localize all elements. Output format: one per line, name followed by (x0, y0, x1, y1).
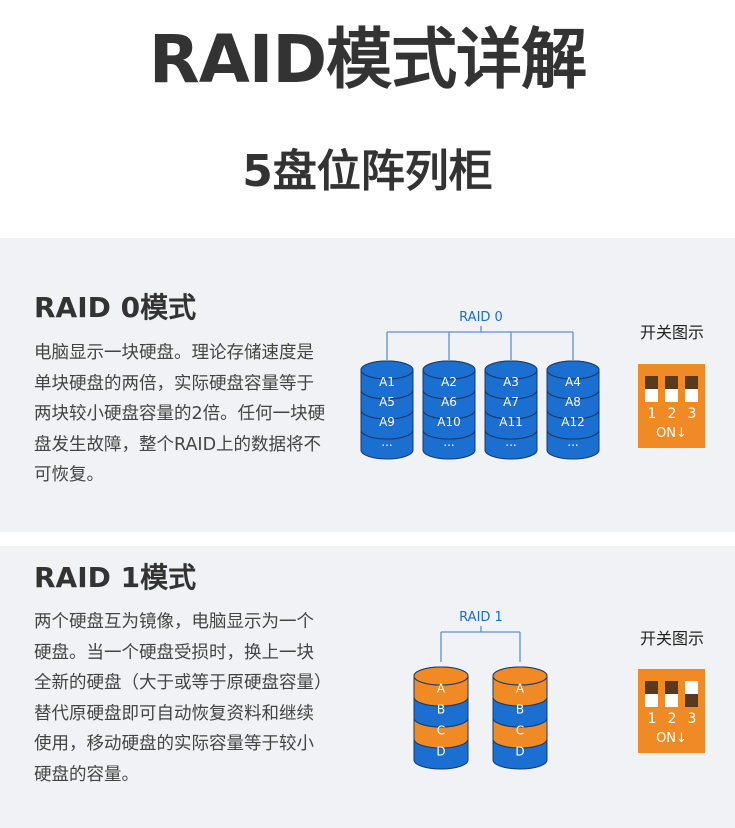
disk-label: A2 (441, 375, 457, 389)
disk-top-cap (546, 360, 600, 380)
disk-label: A5 (379, 395, 395, 409)
raid0-section: RAID 0模式 电脑显示一块硬盘。理论存储速度是单块硬盘的两倍，实际硬盘容量等… (0, 238, 735, 532)
disk-label: A (437, 682, 446, 696)
disk-label: ... (443, 435, 454, 449)
raid1-section: RAID 1模式 两个硬盘互为镜像，电脑显示为一个硬盘。当一个硬盘受损时，换上一… (0, 546, 735, 828)
disk-label: A1 (379, 375, 395, 389)
switch-number: 3 (687, 406, 697, 422)
switch-knob (665, 681, 678, 694)
raid0-diagram: RAID 0 A1A5A9...A2A6A10...A3A7A11...A4A8… (360, 310, 600, 460)
disk-top-cap (413, 666, 469, 686)
raid1-switch-label: 开关图示 (640, 629, 705, 648)
disk-top-cap (484, 360, 538, 380)
disk-top-cap (422, 360, 476, 380)
disk-label: A7 (503, 395, 519, 409)
raid1-description: 两个硬盘互为镜像，电脑显示为一个硬盘。当一个硬盘受损时，换上一块全新的硬盘（大于… (34, 612, 323, 785)
switch-number: 1 (647, 406, 657, 422)
switch-number: 1 (647, 711, 657, 727)
switch-number: 3 (687, 711, 697, 727)
disk-label: A9 (379, 415, 395, 429)
raid0-switch-label: 开关图示 (640, 323, 705, 342)
raid0-diagram-label: RAID 0 (459, 310, 503, 325)
disk-label: A4 (565, 375, 581, 389)
disk-label: A11 (499, 415, 522, 429)
switch-slot-2 (665, 681, 678, 707)
raid0-disk: A1A5A9... (360, 360, 414, 460)
switch-number: 2 (667, 711, 677, 727)
disk-label: D (436, 745, 445, 759)
switch-knob (645, 376, 658, 389)
switch-slot-1 (645, 376, 658, 402)
sub-title: 5盘位阵列柜 (242, 146, 493, 197)
switch-slot-3 (685, 376, 698, 402)
switch-knob (685, 376, 698, 389)
switch-on-label: ON↓ (656, 731, 687, 746)
disk-label: ... (505, 435, 516, 449)
switch-slot-2 (665, 376, 678, 402)
disk-label: A3 (503, 375, 519, 389)
switch-slot-1 (645, 681, 658, 707)
disk-label: B (437, 703, 445, 717)
disk-label: ... (567, 435, 578, 449)
raid1-title: RAID 1模式 (34, 561, 197, 594)
raid1-diagram-label: RAID 1 (459, 610, 503, 625)
switch-knob (685, 694, 698, 707)
switch-knob (665, 376, 678, 389)
raid0-disk: A2A6A10... (422, 360, 476, 460)
main-title: RAID模式详解 (148, 21, 587, 98)
disk-label: A (516, 682, 525, 696)
disk-top-cap (492, 666, 548, 686)
raid0-description: 电脑显示一块硬盘。理论存储速度是单块硬盘的两倍，实际硬盘容量等于两块较小硬盘容量… (34, 343, 326, 485)
raid0-title: RAID 0模式 (34, 291, 197, 324)
disk-label: A8 (565, 395, 581, 409)
disk-label: A10 (437, 415, 460, 429)
raid0-disk: A3A7A11... (484, 360, 538, 460)
raid0-disk: A4A8A12... (546, 360, 600, 460)
disk-label: D (515, 745, 524, 759)
disk-top-cap (360, 360, 414, 380)
disk-label: B (516, 703, 524, 717)
switch-number: 2 (667, 406, 677, 422)
disk-label: A6 (441, 395, 457, 409)
switch-on-label: ON↓ (656, 426, 687, 441)
disk-label: A12 (561, 415, 584, 429)
switch-slot-3 (685, 681, 698, 707)
disk-label: C (516, 724, 524, 738)
raid1-connector-lines (440, 626, 521, 662)
disk-label: ... (381, 435, 392, 449)
raid0-disks: A1A5A9...A2A6A10...A3A7A11...A4A8A12... (360, 360, 600, 460)
switch-knob (645, 681, 658, 694)
raid0-connector-lines (386, 326, 574, 360)
disk-label: C (437, 724, 445, 738)
